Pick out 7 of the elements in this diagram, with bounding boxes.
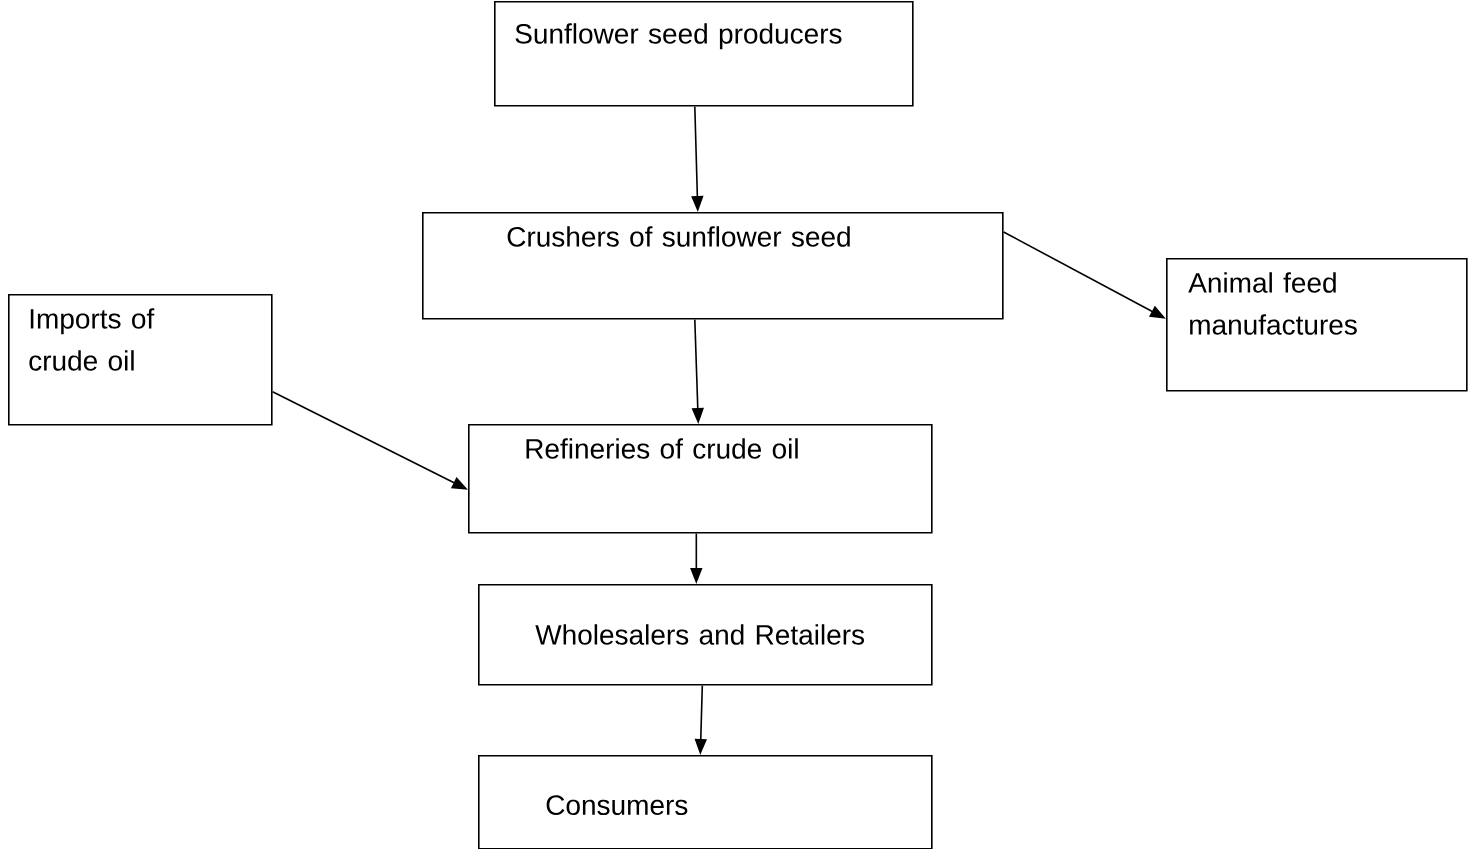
process-box: Consumers — [478, 755, 933, 849]
process-box: Imports of crude oil — [8, 294, 273, 426]
process-box: Refineries of crude oil — [468, 424, 933, 534]
process-box: Crushers of sunflower seed — [422, 212, 1004, 320]
process-box: Sunflower seed producers — [494, 1, 914, 107]
process-box: Wholesalers and Retailers — [478, 584, 933, 686]
process-box: Animal feed manufactures — [1166, 258, 1468, 392]
